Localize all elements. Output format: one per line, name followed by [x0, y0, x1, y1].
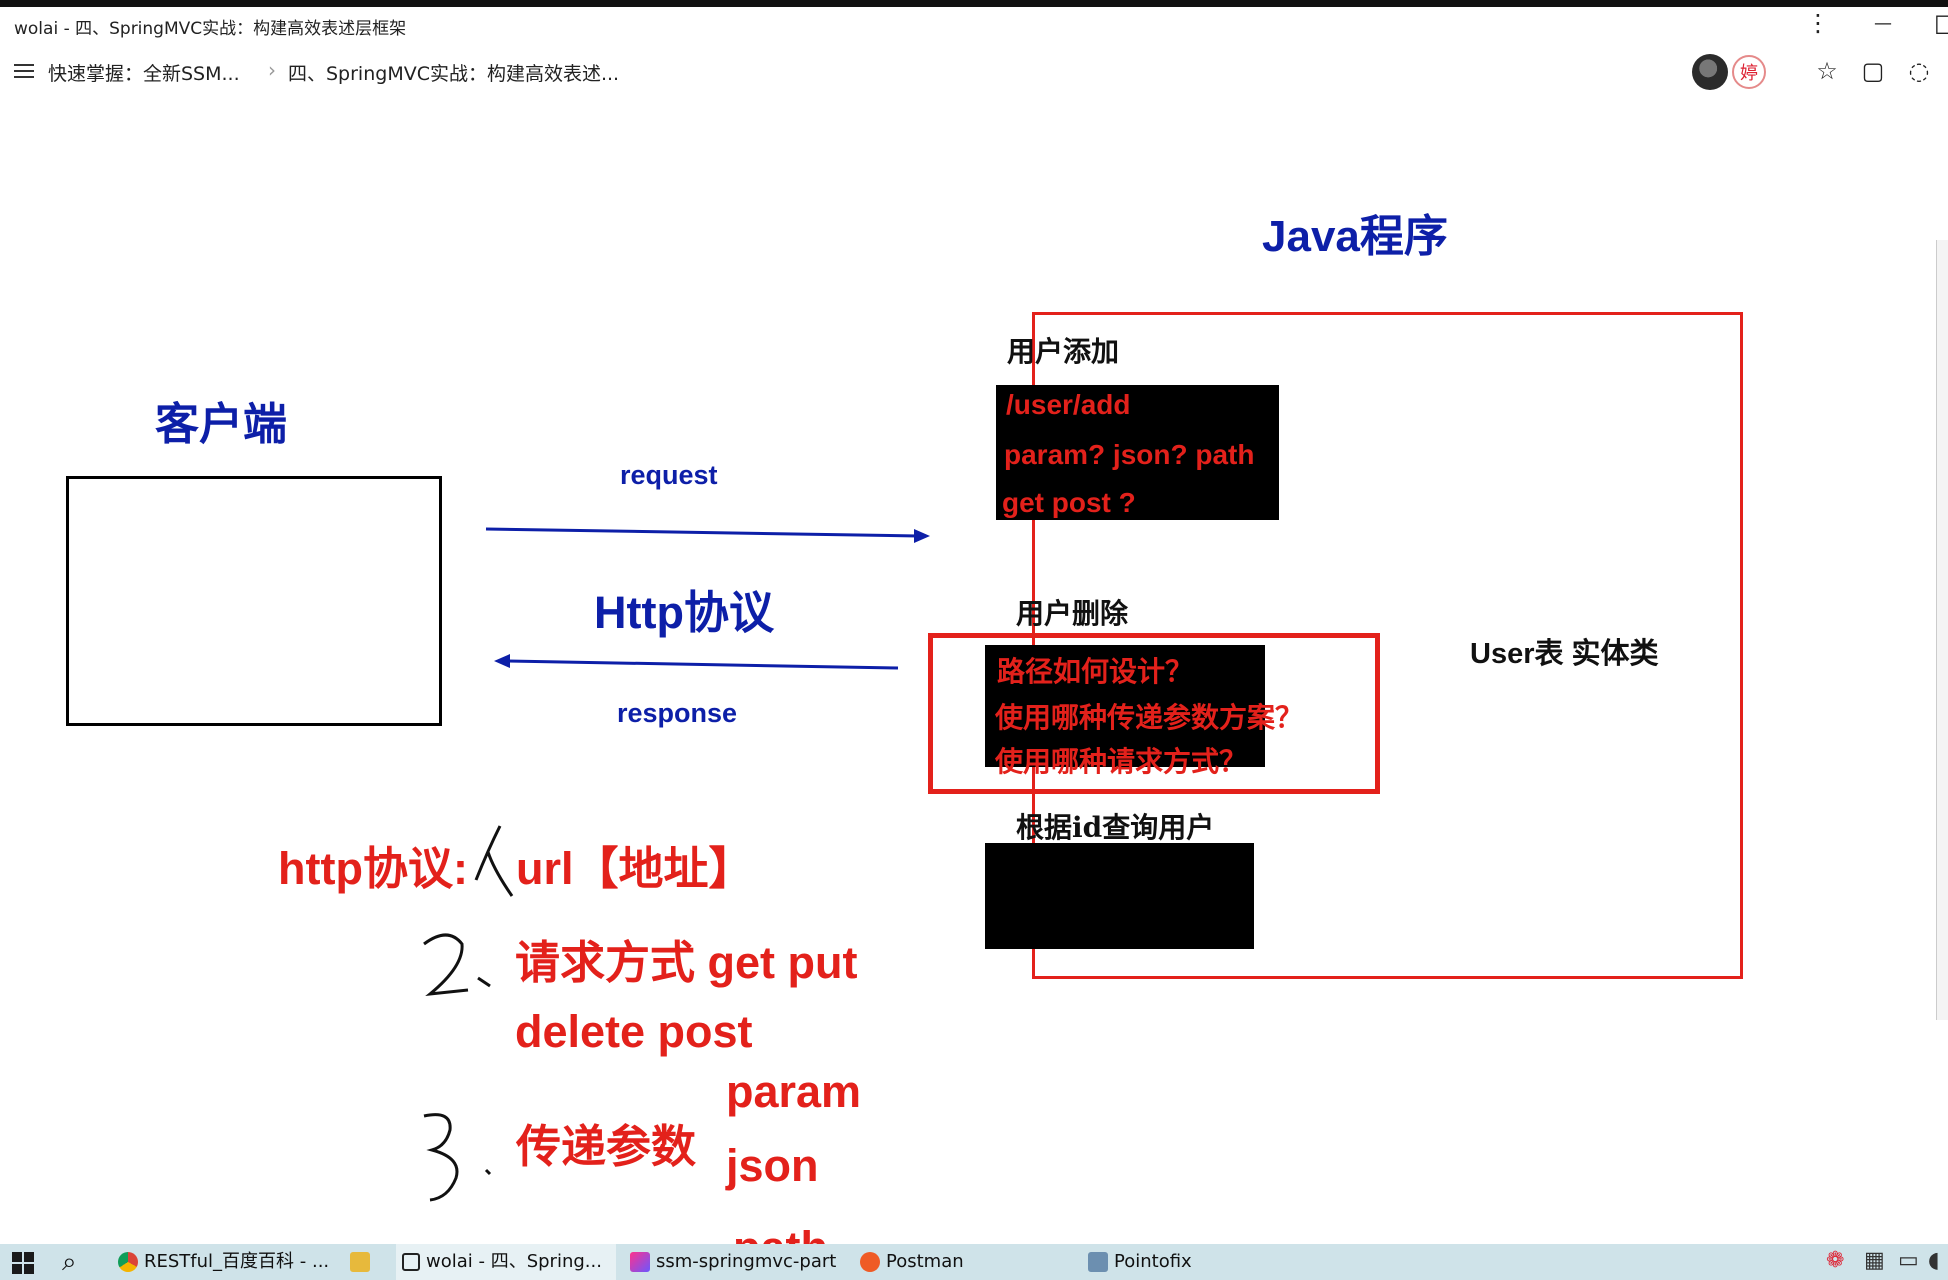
pointofix-icon: [1088, 1252, 1108, 1272]
wolai-icon: [402, 1253, 420, 1271]
user-add-methods: get post ?: [1002, 487, 1136, 518]
java-program-title: Java程序: [1262, 212, 1448, 261]
postman-icon: [860, 1252, 880, 1272]
taskbar-item-chrome[interactable]: RESTful_百度百科 - ...: [112, 1244, 330, 1280]
handwritten-two: [423, 933, 491, 997]
user-delete-frame: [928, 633, 1380, 794]
delete-question-param: 使用哪种传递参数方案？: [995, 701, 1304, 734]
taskbar-item-wolai[interactable]: wolai - 四、Spring...: [396, 1244, 616, 1280]
note-request-methods: 请求方式 get put: [515, 937, 858, 988]
breadcrumb-item-course[interactable]: 快速掌握：全新SSM...: [48, 63, 240, 85]
delete-question-path: 路径如何设计？: [997, 655, 1194, 688]
volume-icon[interactable]: ◖: [1928, 1248, 1940, 1273]
minimize-button[interactable]: —: [1874, 13, 1892, 34]
window-top-border: [0, 0, 1948, 7]
tray-app-icon[interactable]: ❁: [1826, 1248, 1845, 1273]
window-title: wolai - 四、SpringMVC实战：构建高效表述层框架: [14, 19, 407, 39]
user-delete-block: [985, 645, 1265, 767]
chat-icon[interactable]: ◌: [1908, 57, 1930, 85]
avatar[interactable]: [1692, 54, 1728, 90]
more-options-icon[interactable]: ⋮: [1806, 9, 1830, 37]
note-param: param: [726, 1066, 862, 1117]
taskbar-item-label: ssm-springmvc-part: [656, 1251, 837, 1272]
taskbar: ⌕ RESTful_百度百科 - ... wolai - 四、Spring...…: [0, 1244, 1948, 1280]
taskbar-item-explorer[interactable]: [344, 1244, 384, 1280]
client-title: 客户端: [155, 400, 287, 449]
user-query-label: 根据id查询用户: [1016, 811, 1215, 844]
handwritten-one: [474, 825, 514, 897]
folder-icon: [350, 1252, 370, 1272]
breadcrumb: 快速掌握：全新SSM... › 四、SpringMVC实战：构建高效表述... …: [0, 50, 1948, 96]
search-icon[interactable]: ⌕: [62, 1247, 77, 1277]
avatar-secondary[interactable]: 婷: [1732, 55, 1766, 89]
restore-button[interactable]: □: [1934, 9, 1948, 37]
note-json: json: [726, 1140, 819, 1191]
taskbar-item-label: Postman: [886, 1251, 964, 1272]
tray-grid-icon[interactable]: ▦: [1864, 1248, 1885, 1273]
handwriting-layer: [423, 825, 514, 1202]
http-protocol-label: Http协议: [594, 587, 774, 638]
user-entity-label: User表 实体类: [1470, 638, 1659, 670]
response-arrow: [494, 654, 899, 670]
user-add-label: 用户添加: [1007, 335, 1120, 368]
handwritten-three: [423, 1113, 492, 1202]
request-arrow: [485, 527, 930, 543]
taskbar-item-label: Pointofix: [1114, 1251, 1192, 1272]
taskbar-item-postman[interactable]: Postman: [854, 1244, 1014, 1280]
chrome-icon: [118, 1252, 138, 1272]
side-scroll-strip[interactable]: [1936, 240, 1948, 1020]
comment-icon[interactable]: ▢: [1861, 57, 1885, 85]
menu-icon[interactable]: [12, 58, 38, 84]
taskbar-item-label: RESTful_百度百科 - ...: [144, 1251, 330, 1272]
note-url-address: url【地址】: [516, 843, 754, 894]
star-icon[interactable]: ☆: [1816, 57, 1838, 85]
chevron-right-icon: ›: [268, 58, 276, 82]
taskbar-item-pointofix[interactable]: Pointofix: [1082, 1244, 1242, 1280]
windows-start-icon[interactable]: [12, 1252, 34, 1274]
user-add-params: param? json? path: [1004, 439, 1255, 470]
delete-question-method: 使用哪种请求方式？: [995, 745, 1248, 778]
intellij-icon: [630, 1252, 650, 1272]
title-bar: wolai - 四、SpringMVC实战：构建高效表述层框架 ⋮ — □: [0, 7, 1948, 45]
note-pass-params: 传递参数: [516, 1121, 697, 1172]
network-icon[interactable]: ▭: [1898, 1248, 1919, 1273]
note-request-methods-cont: delete post: [515, 1006, 753, 1057]
client-box: [66, 476, 442, 726]
user-delete-label: 用户删除: [1016, 597, 1129, 630]
user-query-block: [985, 843, 1254, 949]
response-label: response: [617, 698, 738, 728]
user-add-path: /user/add: [1006, 389, 1131, 420]
user-add-block: /user/add param? json? path get post ?: [996, 385, 1279, 520]
request-label: request: [620, 460, 718, 490]
taskbar-item-label: wolai - 四、Spring...: [426, 1251, 602, 1272]
note-http-protocol: http协议:: [278, 843, 468, 894]
taskbar-item-intellij[interactable]: ssm-springmvc-part: [624, 1244, 854, 1280]
breadcrumb-item-page[interactable]: 四、SpringMVC实战：构建高效表述...: [288, 63, 620, 85]
